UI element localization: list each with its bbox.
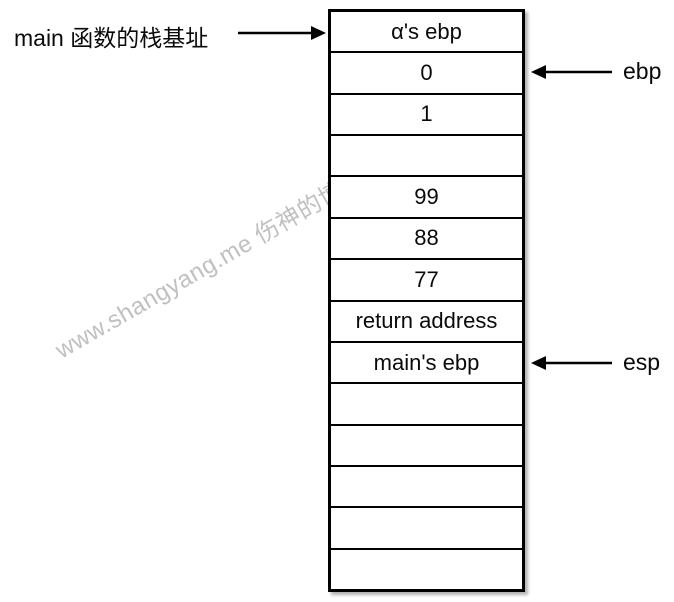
ebp-arrow-icon	[531, 65, 612, 79]
stack-cell-label: return address	[355, 308, 498, 334]
ebp-register-label: ebp	[623, 58, 662, 84]
stack-cell: 1	[331, 94, 522, 137]
stack-cell-label: 0	[420, 60, 433, 86]
esp-arrow-icon	[531, 356, 612, 370]
stack-cell: return address	[331, 301, 522, 343]
stack-cell: 88	[331, 218, 522, 261]
esp-register-label: esp	[623, 349, 661, 375]
stack-cell	[331, 508, 522, 550]
stack-cell-label: 77	[414, 266, 439, 292]
stack-cell	[331, 549, 522, 590]
stack-cell: main's ebp	[331, 342, 522, 385]
stack-cell	[331, 384, 522, 426]
stack-cell-label: 88	[414, 225, 439, 251]
stack-cell	[331, 466, 522, 509]
stack-cell-label: α's ebp	[391, 18, 462, 44]
stack-cell: 0	[331, 53, 522, 95]
stack-cell-label: main's ebp	[373, 349, 480, 375]
base-pointer-arrow-icon	[238, 26, 326, 40]
stack-box: α's ebp 0 1 99 88 77 return address main's ebp	[328, 9, 525, 592]
stack-cell: 99	[331, 177, 522, 219]
stack-cell-label: 1	[420, 101, 433, 127]
stack-cell	[331, 425, 522, 467]
stack-cell: α's ebp	[331, 12, 522, 54]
stack-cell: 77	[331, 260, 522, 302]
watermark-text: www.shangyang.me 伤神的博客	[51, 164, 370, 365]
stack-base-note: main 函数的栈基址	[14, 25, 209, 51]
stack-cell-label: 99	[414, 184, 439, 210]
stack-cell	[331, 136, 522, 178]
